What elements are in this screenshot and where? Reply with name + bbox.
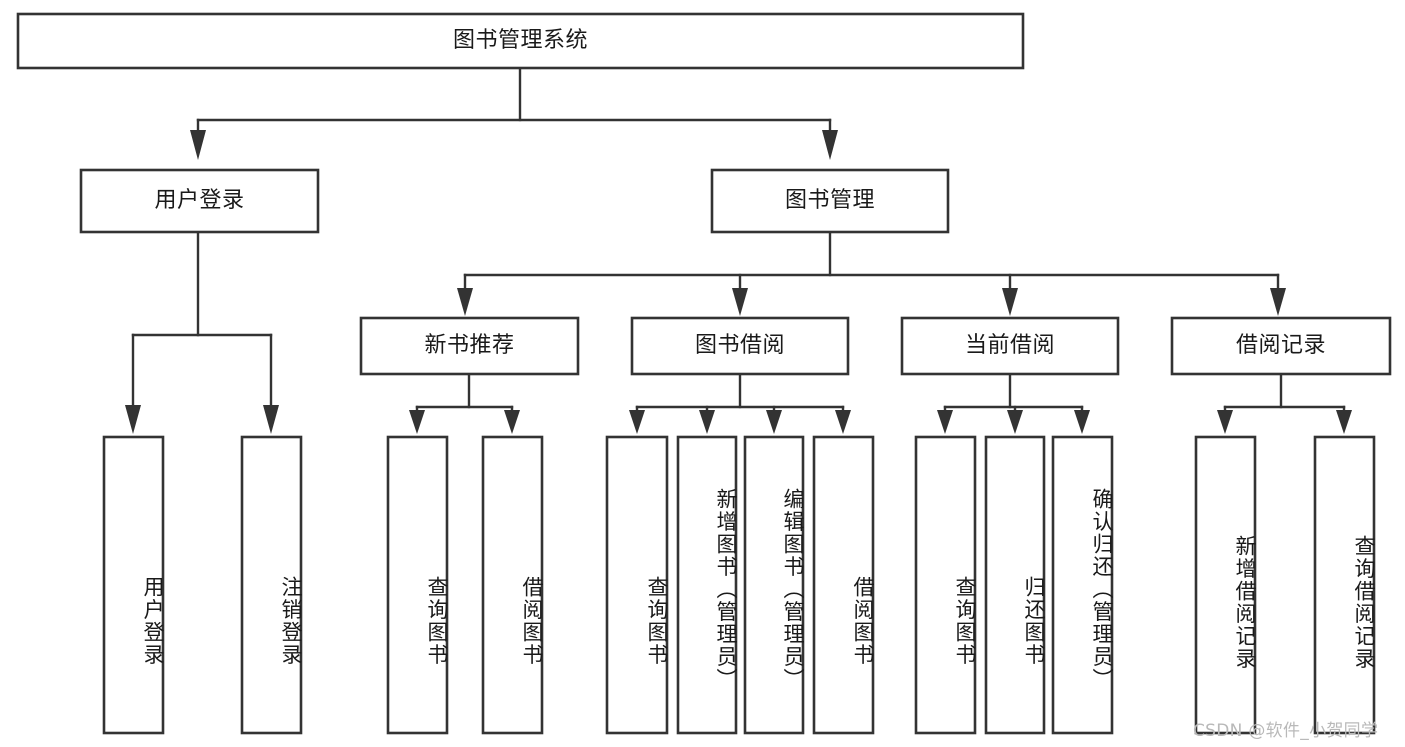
arrow-head-current-borrow [1002,288,1018,316]
arrow-head-leaf-add-record [1217,410,1233,434]
node-box-user-login[interactable] [79,168,320,234]
arrow-head-book-manage [822,130,838,160]
arrow-head-leaf-add-book [699,410,715,434]
node-box-leaf-borrow-book-1[interactable] [481,435,544,735]
node-box-leaf-user-logout[interactable] [240,435,303,735]
connector-group-root [190,66,838,160]
arrow-head-leaf-query-book-2 [629,410,645,434]
arrow-head-borrow-record [1270,288,1286,316]
connector-group-current-borrow [937,372,1090,434]
node-box-leaf-add-book[interactable] [676,435,738,735]
connector-group-new-book-rec [409,372,520,434]
connector-group-book-manage [457,230,1286,316]
connector-group-user-login [125,230,279,434]
arrow-head-book-borrow [732,288,748,316]
arrow-head-leaf-edit-book [766,410,782,434]
arrow-head-leaf-confirm-return [1074,410,1090,434]
node-box-leaf-query-book-1[interactable] [386,435,449,735]
arrow-head-user-login [190,130,206,160]
node-box-leaf-return-book[interactable] [984,435,1046,735]
arrow-head-leaf-borrow-book-2 [835,410,851,434]
node-box-root[interactable] [16,12,1025,70]
node-box-current-borrow[interactable] [900,316,1120,376]
arrow-head-leaf-user-logout [263,405,279,434]
arrow-head-leaf-query-book-3 [937,410,953,434]
node-box-leaf-borrow-book-2[interactable] [812,435,875,735]
node-box-book-manage[interactable] [710,168,950,234]
arrow-head-leaf-query-book-1 [409,410,425,434]
connector-group-book-borrow [629,372,851,434]
connector-group-borrow-record [1217,372,1352,434]
node-box-leaf-edit-book[interactable] [743,435,805,735]
node-box-book-borrow[interactable] [630,316,850,376]
arrow-head-leaf-borrow-book-1 [504,410,520,434]
arrow-head-leaf-return-book [1007,410,1023,434]
node-box-new-book-rec[interactable] [359,316,580,376]
node-box-borrow-record[interactable] [1170,316,1392,376]
node-box-leaf-confirm-return[interactable] [1051,435,1114,735]
arrow-head-leaf-user-login [125,405,141,434]
node-box-leaf-add-record[interactable] [1194,435,1257,735]
node-box-leaf-query-record[interactable] [1313,435,1376,735]
csdn-watermark: CSDN @软件_小贺同学 [1193,721,1379,741]
node-box-leaf-query-book-2[interactable] [605,435,669,735]
arrow-head-leaf-query-record [1336,410,1352,434]
node-box-leaf-query-book-3[interactable] [914,435,977,735]
arrow-head-new-book-rec [457,288,473,316]
node-box-leaf-user-login[interactable] [102,435,165,735]
